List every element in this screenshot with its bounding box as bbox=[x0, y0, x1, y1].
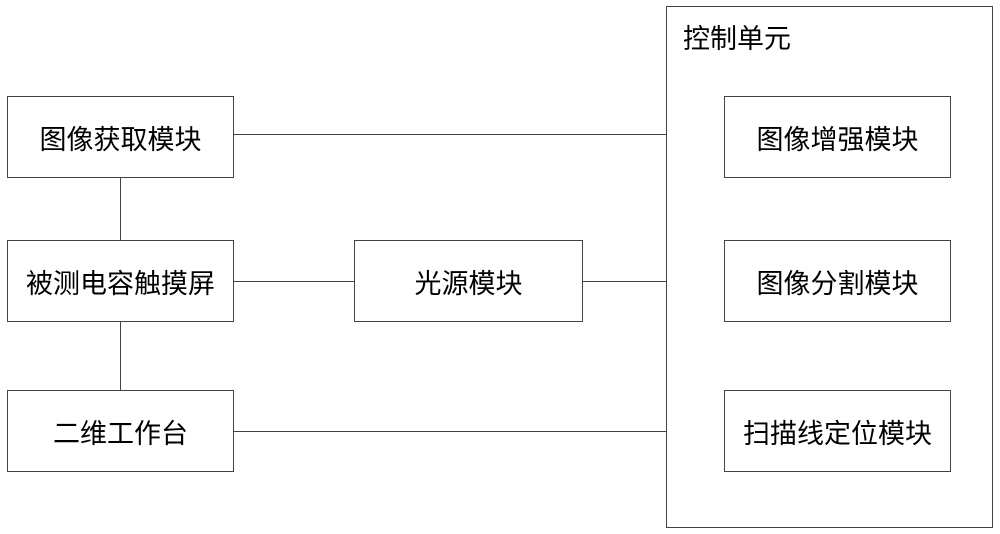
scanline-positioning-module-label: 扫描线定位模块 bbox=[743, 418, 932, 450]
connector-acquisition-touchscreen bbox=[120, 178, 121, 240]
connector-touchscreen-light bbox=[233, 281, 354, 282]
connector-worktable-control bbox=[233, 431, 667, 432]
image-segmentation-module: 图像分割模块 bbox=[724, 240, 951, 322]
image-acquisition-module: 图像获取模块 bbox=[7, 96, 234, 178]
touchscreen-under-test-label: 被测电容触摸屏 bbox=[26, 268, 215, 300]
image-enhancement-module-label: 图像增强模块 bbox=[756, 124, 919, 156]
touchscreen-under-test: 被测电容触摸屏 bbox=[7, 240, 234, 322]
image-segmentation-module-label: 图像分割模块 bbox=[756, 268, 919, 300]
connector-acquisition-control bbox=[233, 134, 667, 135]
connector-touchscreen-worktable bbox=[120, 322, 121, 390]
light-source-module-label: 光源模块 bbox=[414, 268, 523, 300]
control-unit-title: 控制单元 bbox=[683, 24, 791, 55]
two-axis-worktable-label: 二维工作台 bbox=[53, 418, 188, 450]
two-axis-worktable: 二维工作台 bbox=[7, 390, 234, 472]
connector-light-control bbox=[582, 281, 667, 282]
image-enhancement-module: 图像增强模块 bbox=[724, 96, 951, 178]
scanline-positioning-module: 扫描线定位模块 bbox=[724, 390, 951, 472]
image-acquisition-module-label: 图像获取模块 bbox=[39, 124, 202, 156]
light-source-module: 光源模块 bbox=[354, 240, 583, 322]
